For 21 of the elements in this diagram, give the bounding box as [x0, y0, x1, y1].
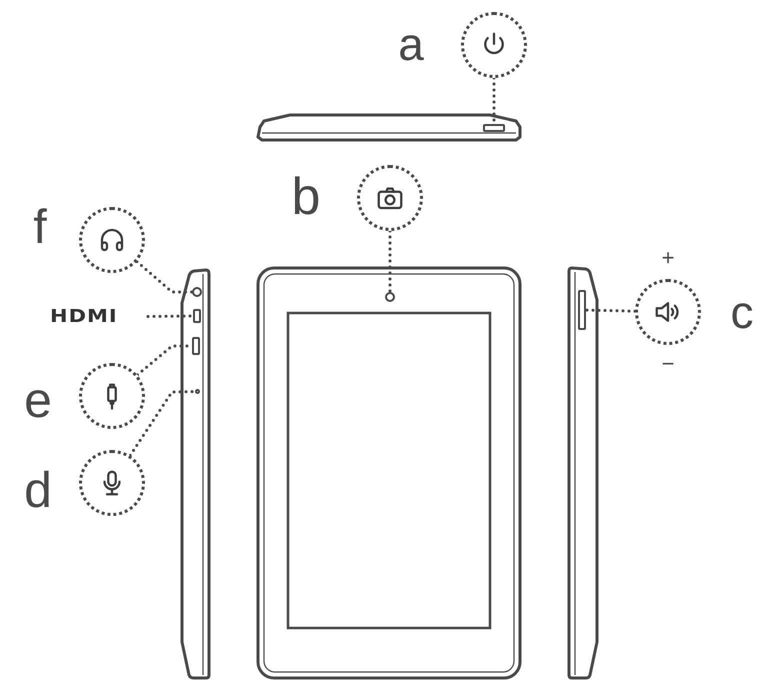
leader-line	[584, 308, 636, 313]
callout-letter: c	[730, 289, 754, 335]
power-button	[483, 124, 505, 132]
leader-line	[128, 390, 196, 457]
leader-line	[135, 260, 194, 294]
port-label: HDMI	[50, 308, 118, 326]
callout-letter: d	[24, 465, 52, 515]
sign-label: +	[662, 247, 674, 269]
callout-letter: a	[398, 21, 424, 67]
sign-label: −	[662, 353, 674, 375]
leader-line	[146, 314, 194, 318]
hdmi-port	[193, 309, 201, 323]
callout-letter: b	[292, 171, 320, 223]
camera-lens	[385, 292, 395, 302]
headphone-jack	[192, 287, 202, 297]
usb-port	[192, 337, 200, 355]
leader-line	[388, 230, 392, 294]
callout-letter: f	[33, 204, 47, 252]
microphone-hole	[195, 389, 200, 394]
callout-letter: e	[24, 375, 52, 425]
volume-button	[578, 290, 586, 330]
